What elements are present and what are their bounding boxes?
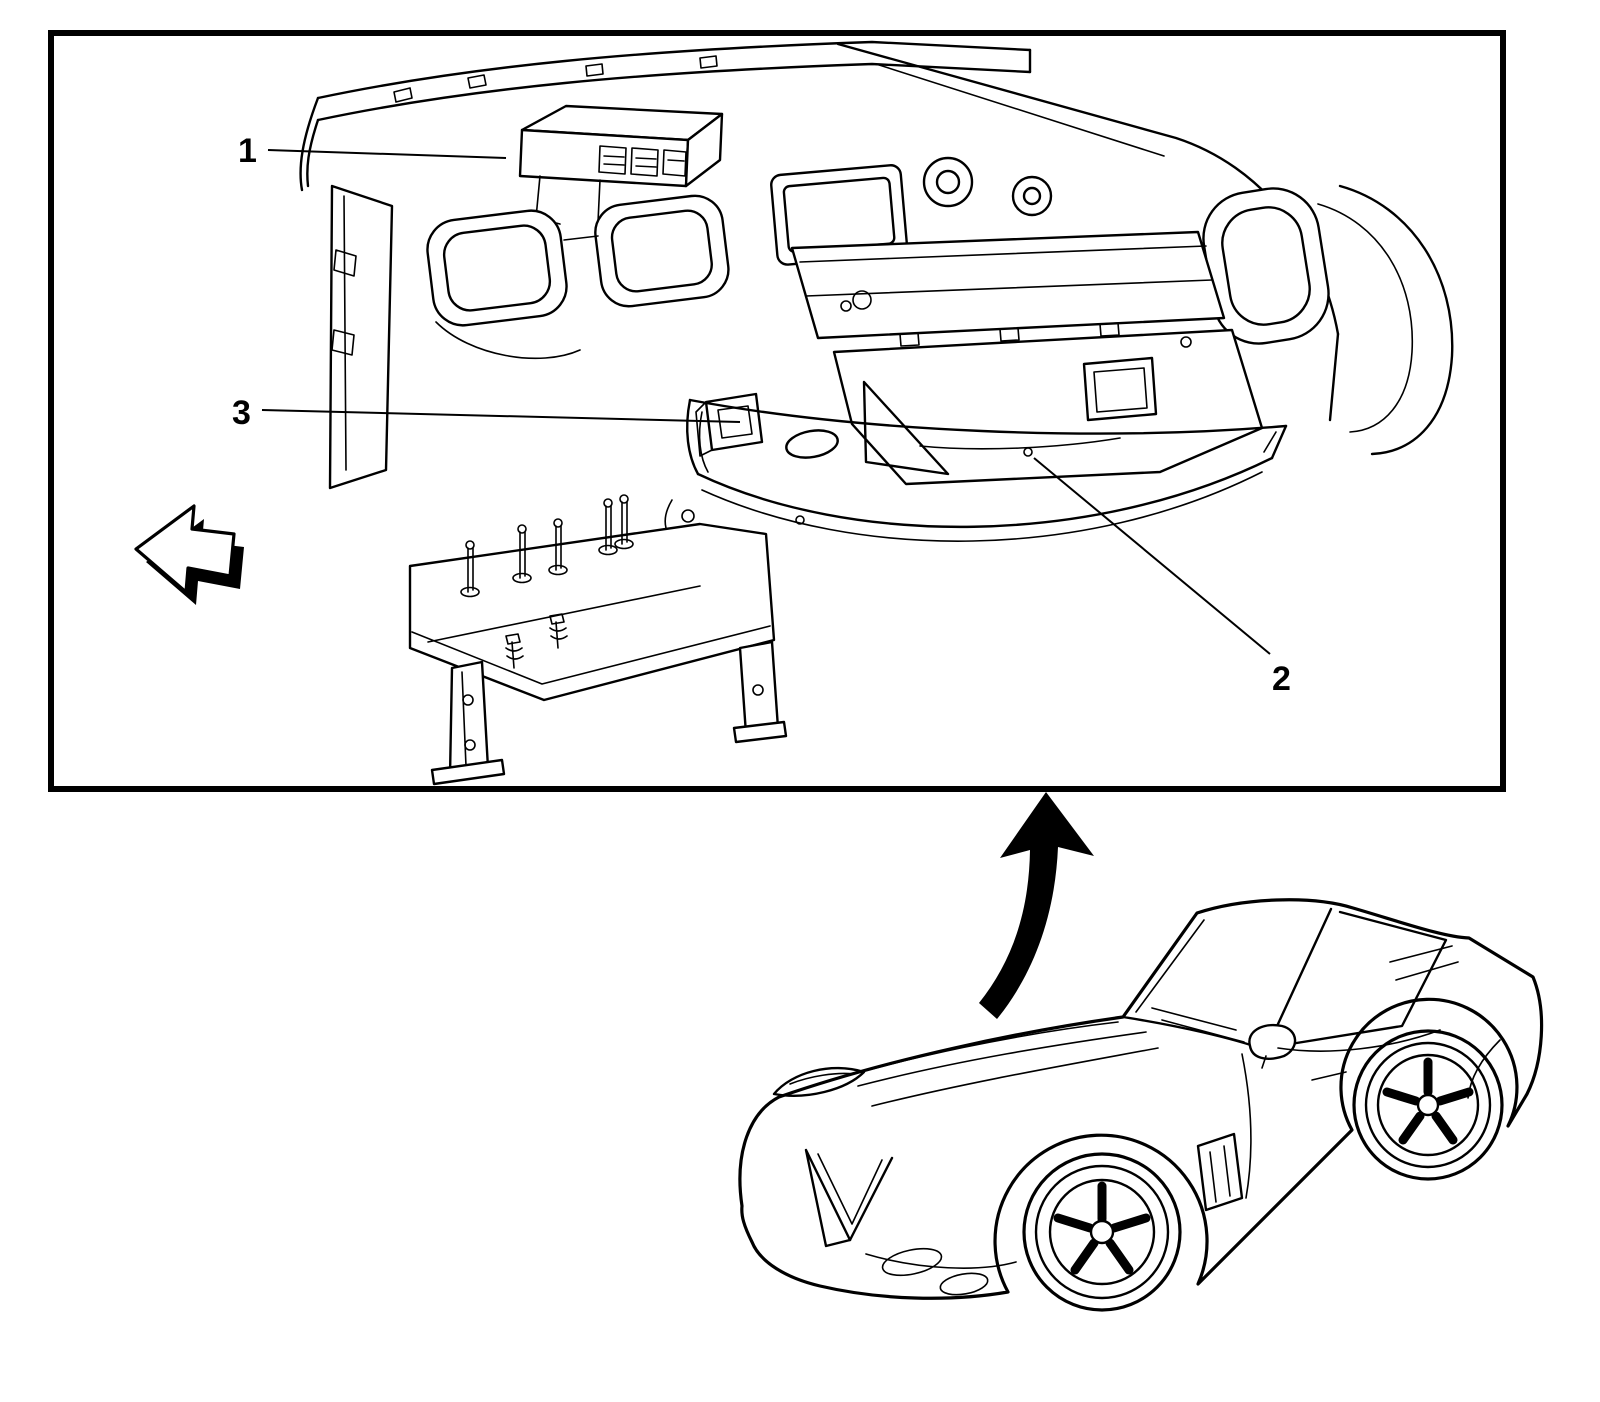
door-seam [1241,1029,1441,1199]
side-mirror [1248,1023,1297,1069]
control-module [518,104,724,225]
corvette-line-art [738,898,1544,1312]
rear-deck-lines [1389,945,1501,1099]
front-wheel [1022,1152,1182,1312]
glovebox-door [685,398,1288,542]
right-vent-bezel [1202,184,1454,456]
side-window [1276,910,1448,1048]
vehicle-overview-illustration [738,792,1544,1312]
callout-2: 2 [1033,457,1291,698]
lower-bracket [664,392,764,545]
front-grille-emblem [804,1148,1017,1296]
dashboard-exploded-illustration: 1 3 2 [134,40,1454,786]
left-direction-arrow-icon [134,504,244,605]
left-duct-bezels [426,194,730,360]
callout-3-label: 3 [232,394,251,432]
windshield [1121,907,1333,1052]
fender-vent [1196,1132,1244,1212]
mounting-plate [408,494,788,786]
callout-1-label: 1 [238,132,257,170]
headlamp [772,1066,866,1097]
left-pillar-panel [328,184,394,490]
curved-up-arrow-icon [979,792,1094,1019]
rear-wheel [1352,1029,1504,1181]
hvac-glovebox-assembly [790,230,1264,486]
callout-3: 3 [232,394,741,432]
hood-lines [799,1021,1159,1107]
callout-1: 1 [238,132,507,170]
detail-view-frame: 1 3 2 [48,30,1506,792]
callout-2-target [1023,447,1033,457]
callout-2-label: 2 [1272,660,1291,698]
